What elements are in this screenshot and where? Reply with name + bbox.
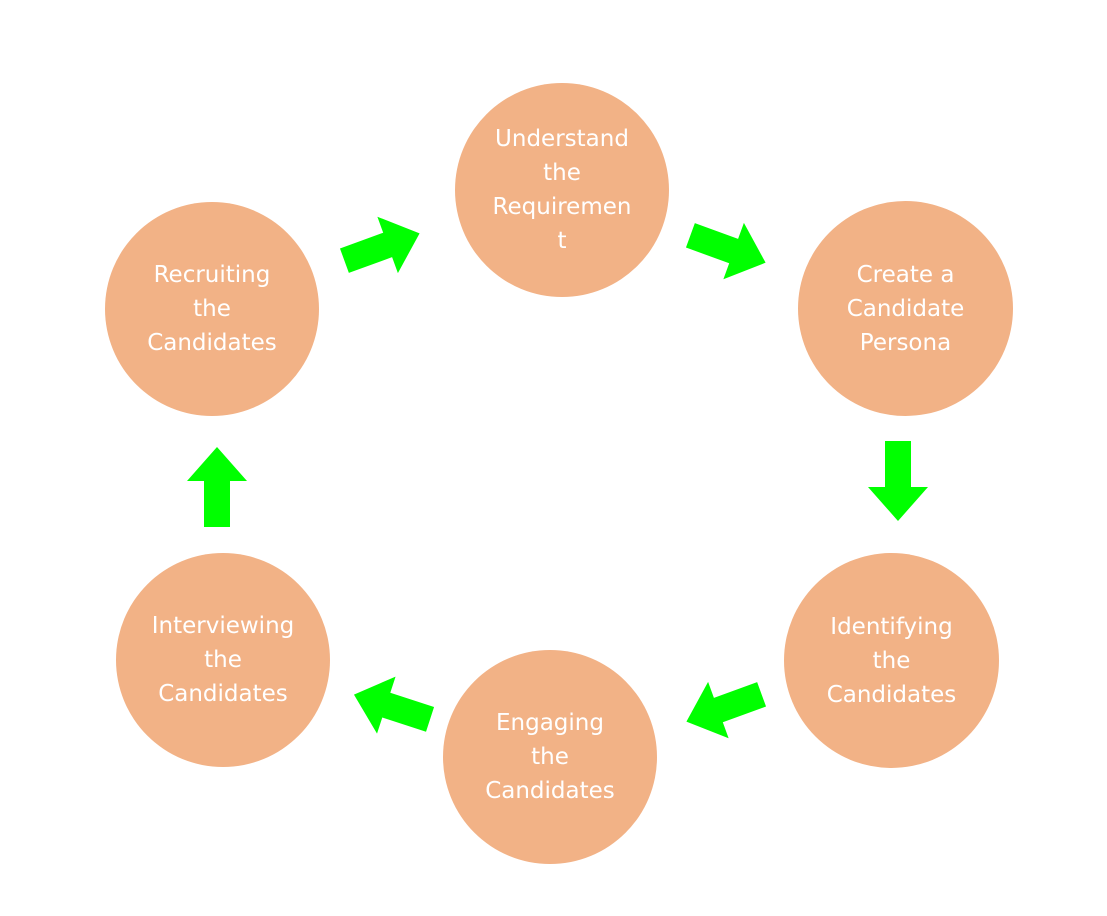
node-interviewing-candidates: Interviewing the Candidates — [116, 553, 330, 767]
arrow-node-5-to-node-6 — [187, 447, 247, 527]
arrow-node-2-to-node-3 — [868, 441, 928, 521]
node-label: Understand the Requiremen t — [492, 126, 632, 254]
node-create-candidate-persona: Create a Candidate Persona — [798, 201, 1013, 416]
node-label: Identifying the Candidates — [826, 613, 957, 708]
node-label: Create a Candidate Persona — [846, 261, 965, 356]
node-recruiting-candidates: Recruiting the Candidates — [105, 202, 319, 416]
arrow-node-1-to-node-2 — [685, 222, 766, 280]
node-label: Interviewing the Candidates — [151, 613, 295, 707]
arrow-node-6-to-node-1 — [339, 216, 420, 274]
node-label: Recruiting the Candidates — [147, 262, 277, 356]
arrow-node-3-to-node-4 — [686, 681, 767, 739]
node-understand-requirement: Understand the Requiremen t — [455, 83, 669, 297]
arrow-node-4-to-node-5 — [353, 676, 435, 734]
node-identifying-candidates: Identifying the Candidates — [784, 553, 999, 768]
node-label: Engaging the Candidates — [485, 710, 615, 804]
node-engaging-candidates: Engaging the Candidates — [443, 650, 657, 864]
